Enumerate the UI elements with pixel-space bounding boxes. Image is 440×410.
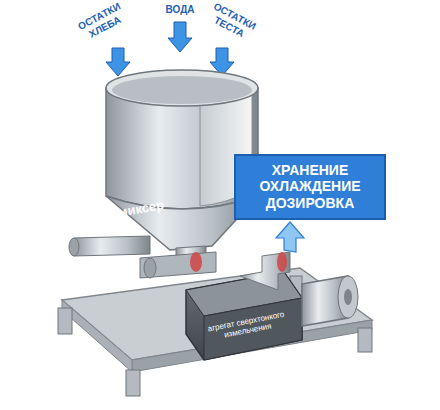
input-label: ОСТАТКИ ХЛЕБА bbox=[68, 0, 135, 47]
input-label: ВОДА bbox=[158, 4, 202, 16]
input-label: ОСТАТКИ ТЕСТА bbox=[198, 0, 265, 47]
box-text: ХРАНЕНИЕ ОХЛАЖДЕНИЕ ДОЗИРОВКА bbox=[244, 162, 376, 212]
storage-box: ХРАНЕНИЕ ОХЛАЖДЕНИЕ ДОЗИРОВКА bbox=[234, 154, 386, 220]
